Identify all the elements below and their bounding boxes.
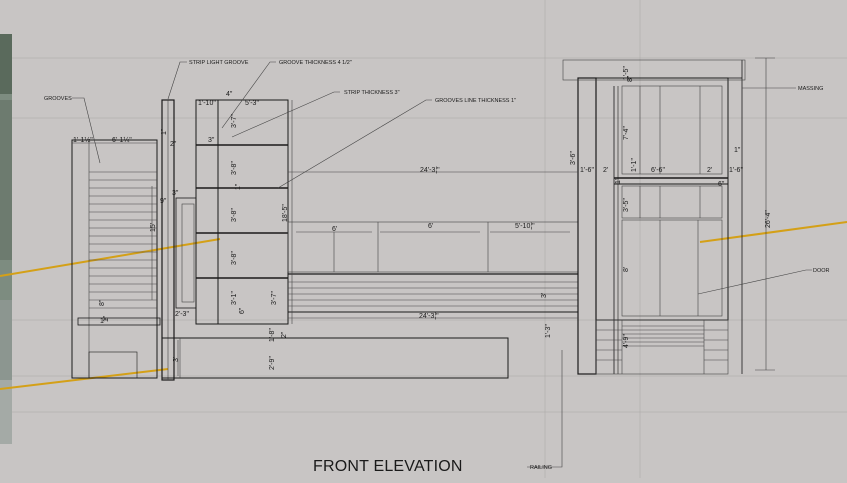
dim-text: 3'-8": [231, 161, 238, 175]
entry-steps: [595, 319, 729, 375]
base-slab: [162, 337, 509, 379]
drawing-title: FRONT ELEVATION: [313, 458, 463, 475]
dim-text: 1'-1½": [73, 136, 93, 144]
photo-strip: [0, 34, 12, 444]
dim-text: 8": [627, 75, 634, 82]
label-groove-thickness: GROOVE THICKNESS 4 1/2": [279, 60, 352, 66]
dim-text: 4'-9": [623, 334, 630, 348]
dim-text: 3'-1": [231, 291, 238, 305]
dim-text: 3": [172, 190, 179, 197]
dim-text: 3': [173, 357, 180, 362]
dimension-lines: [72, 57, 775, 376]
dim-text: 3'-5": [623, 198, 630, 212]
dim-text: 26'-4": [765, 210, 772, 228]
dim-text: 1": [103, 315, 110, 322]
dim-text: 6': [428, 223, 433, 230]
dim-text: 24'-3¦": [419, 313, 439, 320]
section-lines: [0, 221, 847, 390]
dim-text: 1'-6": [729, 167, 743, 174]
label-door: DOOR: [813, 268, 830, 274]
dim-text: 7'-4": [623, 126, 630, 140]
dim-text: 5'-3": [245, 100, 259, 107]
dim-text: 6": [718, 181, 725, 188]
dim-text: 2': [603, 167, 608, 174]
dim-text: 1'-3": [545, 324, 552, 338]
label-massing: MASSING: [798, 86, 823, 92]
dim-text: 3'-7": [231, 114, 238, 128]
dim-text: 3'-8": [231, 251, 238, 265]
dim-text: 1": [615, 177, 622, 184]
label-grooves: GROOVES: [44, 96, 72, 102]
dim-text: 24'-3¦": [420, 167, 440, 174]
dim-text: 1": [161, 128, 168, 135]
dim-text: 5'-10¦": [515, 223, 535, 230]
dim-text: 6'-6": [651, 167, 665, 174]
dim-text: 3'-8": [231, 208, 238, 222]
right-building: [562, 59, 746, 375]
dim-text: 4": [226, 91, 233, 98]
label-strip-thickness: STRIP THICKNESS 3": [344, 90, 400, 96]
dim-text: 3'-6": [570, 151, 577, 165]
dim-text: 8": [99, 299, 106, 306]
railing-section: [287, 221, 579, 313]
dim-text: 18'-5": [282, 204, 289, 222]
dim-text: 6': [332, 226, 337, 233]
dim-text: 15': [150, 223, 157, 232]
dim-text: 2': [707, 167, 712, 174]
dim-text: 6'-1¼": [112, 137, 132, 144]
leader-lines: [72, 61, 812, 468]
dim-text: 1": [235, 183, 242, 190]
dim-text: 2'-9": [269, 356, 276, 370]
left-grooved-wall: [71, 139, 161, 379]
label-grooves-line-thickness: GROOVES LINE THICKNESS 1": [435, 98, 516, 104]
label-strip-light-groove: STRIP LIGHT GROOVE: [189, 60, 249, 66]
dim-text: 2": [281, 331, 288, 338]
dim-text: 2'-3": [175, 311, 189, 318]
label-railing: RAILING: [530, 465, 552, 471]
dim-text: 1'-6": [580, 167, 594, 174]
dim-text: 1'-10": [198, 100, 216, 107]
dim-text: 1'-8": [269, 328, 276, 342]
dim-text: 1": [100, 318, 107, 325]
dim-text: 8': [623, 267, 630, 272]
dim-text: 1'-1": [631, 158, 638, 172]
dim-text: 2": [170, 141, 177, 148]
strip-light-column: [161, 99, 175, 381]
dim-text: 1'-5": [623, 66, 630, 80]
dim-text: 9": [160, 198, 167, 205]
dim-text: 3": [208, 137, 215, 144]
dim-text: 1": [734, 147, 741, 154]
dim-text: 6": [239, 307, 246, 314]
dim-text: 3'-7": [271, 291, 278, 305]
dim-text: 3': [541, 293, 548, 298]
